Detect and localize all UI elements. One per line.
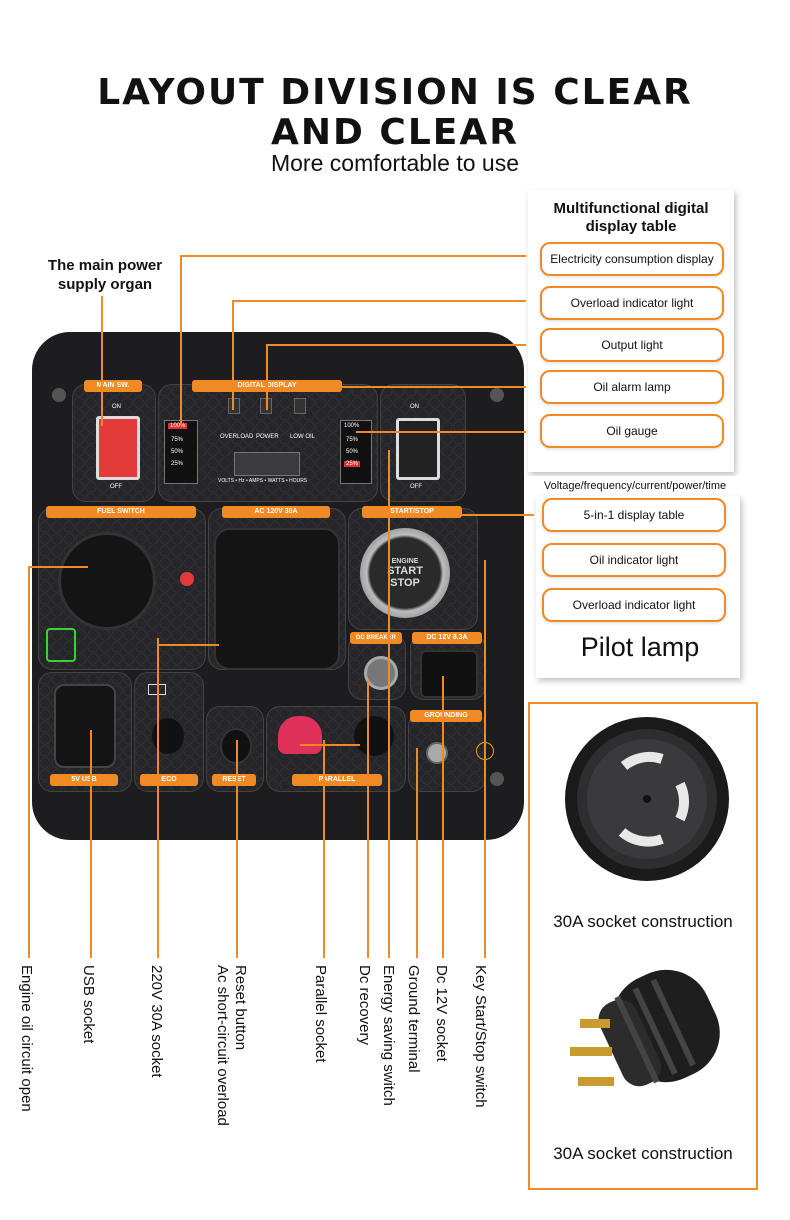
- label-key-start-stop: Key Start/Stop switch: [472, 965, 489, 1108]
- energy-saving-switch[interactable]: [396, 418, 440, 480]
- ac-30a-socket[interactable]: [214, 528, 340, 670]
- pill-5in1-display: 5-in-1 display table: [542, 498, 726, 532]
- headline-line-1: LAYOUT DIVISION IS CLEAR: [97, 72, 693, 113]
- label-dc-recovery: Dc recovery: [356, 965, 373, 1046]
- oil-50: 50%: [346, 449, 359, 455]
- ac-tab: AC 120V 30A: [222, 506, 330, 518]
- button-line1: ENGINE: [391, 558, 419, 565]
- ground-terminal[interactable]: [426, 742, 448, 764]
- screw-icon: [490, 388, 504, 402]
- dc-12v-tab: DC 12V 8.3A: [412, 632, 482, 644]
- overload-text: OVERLOAD: [220, 434, 254, 440]
- digital-display-title-1: Multifunctional digital: [553, 200, 709, 217]
- main-sw-off: OFF: [110, 484, 122, 490]
- pill-oil-gauge: Oil gauge: [540, 414, 724, 448]
- level-50: 50%: [171, 449, 184, 455]
- socket-receptacle-icon: [565, 717, 729, 881]
- oil-75: 75%: [346, 437, 359, 443]
- eco-tab: ECO: [140, 774, 198, 786]
- fuel-icon: [46, 628, 76, 662]
- fuel-knob[interactable]: [58, 532, 156, 630]
- button-line3: STOP: [390, 577, 420, 589]
- usb-socket[interactable]: [54, 684, 116, 768]
- pill-oil-indicator: Oil indicator light: [542, 543, 726, 577]
- label-usb-socket: USB socket: [80, 965, 97, 1044]
- meter-legend: VOLTS • Hz • AMPS • WATTS • HOURS: [218, 478, 308, 484]
- digital-display-title-2: display table: [585, 218, 677, 235]
- control-panel: MAIN SW. ON OFF DIGITAL DISPLAY 100% 75%…: [32, 332, 524, 840]
- level-25: 25%: [171, 461, 184, 467]
- level-75: 75%: [171, 437, 184, 443]
- oil-25: 25%: [344, 461, 361, 467]
- label-parallel-socket: Parallel socket: [312, 965, 329, 1063]
- consumption-level-meter: 100% 75% 50% 25%: [164, 420, 198, 484]
- eco-on: ON: [410, 404, 419, 410]
- start-stop-button[interactable]: ENGINE START STOP: [360, 528, 450, 618]
- eco-off: OFF: [410, 484, 422, 490]
- label-220v-socket: 220V 30A socket: [148, 965, 165, 1078]
- lcd-screen: [234, 452, 300, 476]
- dc-breaker-tab: DC BREAKER: [350, 632, 402, 644]
- fuel-on-indicator: [180, 572, 194, 586]
- label-ground-terminal: Ground terminal: [405, 965, 422, 1073]
- plug-icon: [570, 969, 720, 1087]
- pill-electricity-consumption: Electricity consumption display: [540, 242, 724, 276]
- pill-oil-alarm: Oil alarm lamp: [540, 370, 724, 404]
- oil-level-meter: 100% 75% 50% 25%: [340, 420, 372, 484]
- level-100: 100%: [168, 423, 188, 429]
- main-switch-area: [72, 384, 156, 502]
- main-sw-on: ON: [112, 404, 121, 410]
- main-power-callout-line2: supply organ: [57, 276, 153, 293]
- grounding-tab: GROUNDING: [410, 710, 482, 722]
- label-dc-12v: Dc 12V socket: [433, 965, 450, 1062]
- pill-output-light: Output light: [540, 328, 724, 362]
- pill-overload-indicator: Overload indicator light: [540, 286, 724, 320]
- parallel-tab: PARALLEL: [292, 774, 382, 786]
- low-oil-text: LOW OIL: [290, 434, 316, 440]
- socket-caption-2: 30A socket construction: [553, 1144, 733, 1163]
- parallel-socket-black[interactable]: [354, 716, 394, 756]
- dc-recovery-button[interactable]: [364, 656, 398, 690]
- label-energy-saving: Energy saving switch: [380, 965, 397, 1106]
- pilot-caption: Voltage/frequency/current/power/time: [543, 480, 727, 492]
- screw-icon: [52, 388, 66, 402]
- reset-tab: RESET: [212, 774, 256, 786]
- pill-overload-indicator-2: Overload indicator light: [542, 588, 726, 622]
- label-reset-button: Reset button: [232, 965, 249, 1051]
- subtitle: More comfortable to use: [270, 150, 519, 176]
- headline-line-2: AND CLEAR: [271, 112, 519, 153]
- fuel-switch-tab: FUEL SWITCH: [46, 506, 196, 518]
- screw-icon: [490, 772, 504, 786]
- main-power-callout: The main power supply organ: [30, 256, 180, 294]
- start-stop-tab: START/STOP: [362, 506, 462, 518]
- label-ac-short-circuit: Ac short-circuit overload: [214, 965, 231, 1126]
- main-power-callout-line1: The main power: [47, 257, 163, 274]
- socket-card: 30A socket construction 30A socket const…: [528, 702, 758, 1190]
- main-sw-tab: MAIN SW.: [84, 380, 142, 392]
- button-line2: START: [387, 565, 423, 577]
- usb-tab: 5V USB: [50, 774, 118, 786]
- parallel-socket-red[interactable]: [278, 716, 322, 754]
- socket-caption-1: 30A socket construction: [553, 912, 733, 931]
- dc-12v-socket[interactable]: [420, 650, 478, 698]
- label-engine-oil-circuit: Engine oil circuit open: [18, 965, 35, 1112]
- main-power-switch[interactable]: [96, 416, 140, 480]
- power-text: POWER: [256, 434, 279, 440]
- low-oil-led: [294, 398, 306, 414]
- overload-led: [228, 398, 240, 414]
- oil-100: 100%: [344, 423, 360, 429]
- pilot-lamp-title: Pilot lamp: [580, 632, 700, 662]
